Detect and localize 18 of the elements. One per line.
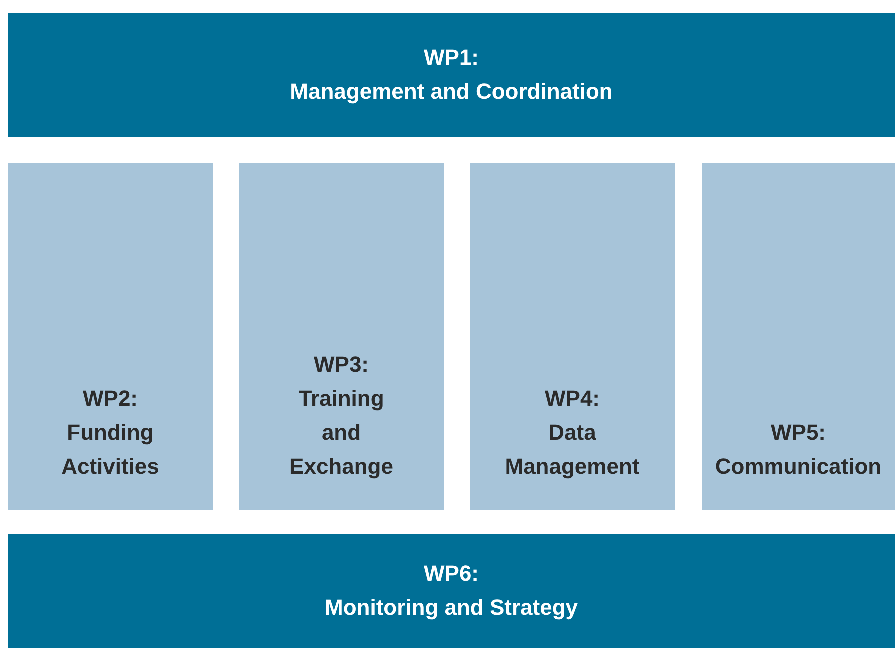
package-title: Communication (715, 453, 882, 481)
work-package-box (702, 163, 895, 510)
package-title: Management and Coordination (290, 78, 613, 106)
package-title: Training and Exchange (288, 385, 394, 481)
work-package-band (8, 13, 895, 137)
package-number: WP3: (314, 351, 369, 379)
package-title: Monitoring and Strategy (325, 594, 578, 622)
package-title: Funding Activities (60, 419, 160, 481)
work-package-band (8, 534, 895, 648)
package-number: WP6: (424, 560, 479, 588)
package-number: WP2: (83, 385, 138, 413)
package-number: WP5: (771, 419, 826, 447)
package-number: WP4: (545, 385, 600, 413)
package-number: WP1: (424, 44, 479, 72)
package-title: Data Management (504, 419, 641, 481)
work-package-box (470, 163, 675, 510)
work-package-box (8, 163, 213, 510)
work-package-box (239, 163, 444, 510)
